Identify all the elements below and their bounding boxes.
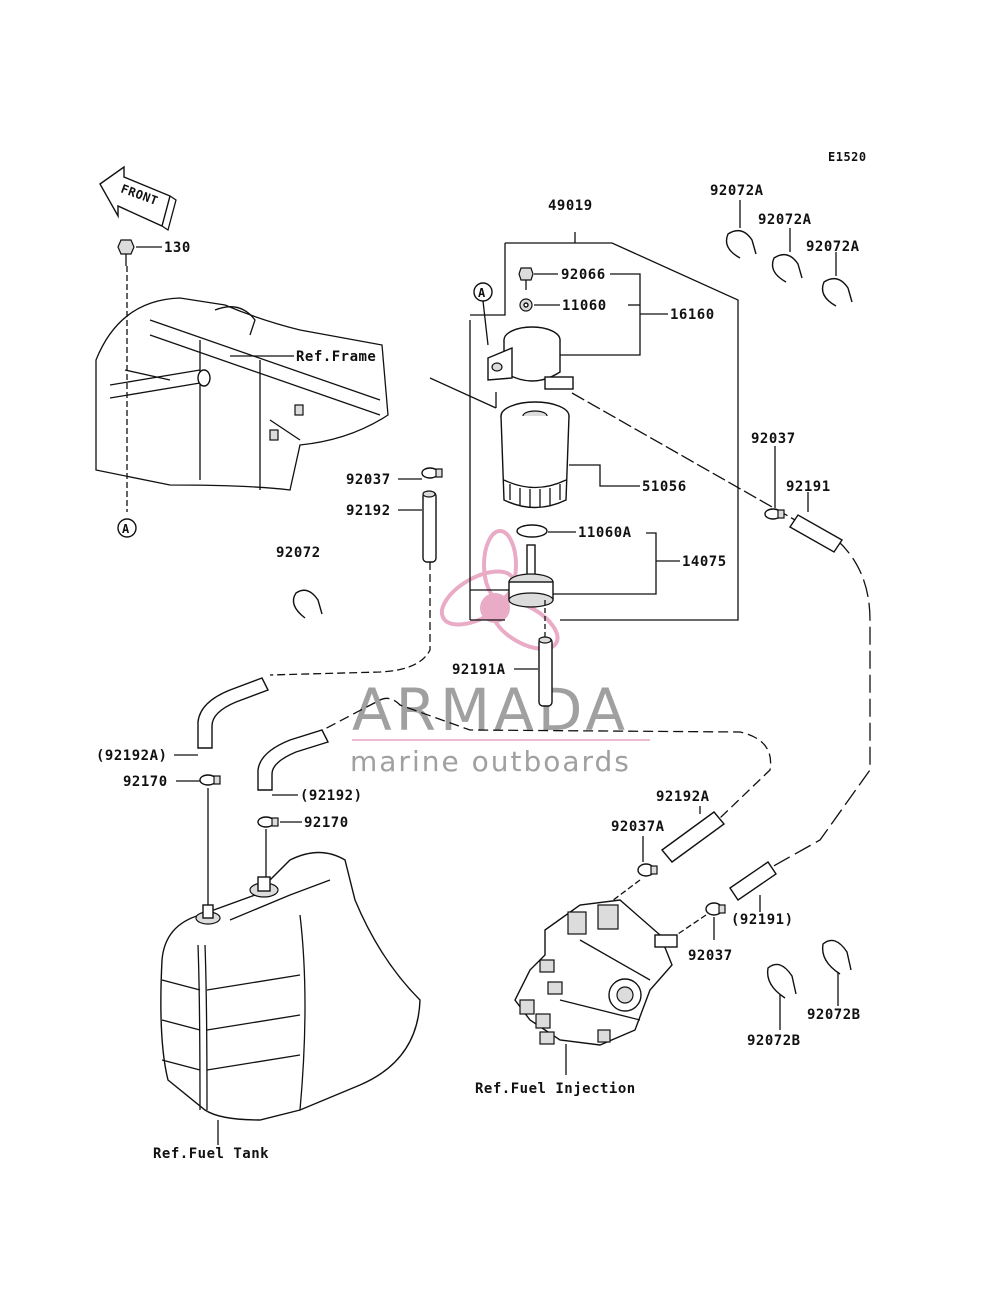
fuel-injection-pump-drawing [514, 899, 678, 1046]
part-92192-left: 92192 [346, 503, 391, 519]
clamp-92170-right-icon [257, 816, 279, 828]
hose-92192A-icon [660, 811, 726, 863]
part-92072A-1: 92072A [710, 183, 764, 199]
part-92072B-1: 92072B [747, 1033, 801, 1049]
part-92192-paren: (92192) [300, 788, 363, 804]
part-130: 130 [164, 240, 191, 256]
part-92072-left: 92072 [276, 545, 321, 561]
hose-92192-paren-icon [257, 729, 329, 791]
front-arrow-icon: FRONT [99, 165, 177, 232]
washer-11060-icon [519, 298, 533, 312]
diagram-code: E1520 [828, 150, 867, 164]
part-16160: 16160 [670, 307, 715, 323]
part-92191: 92191 [786, 479, 831, 495]
hose-92192A-upper-icon [197, 677, 269, 749]
filter-head-icon [487, 326, 574, 390]
part-92191A: 92191A [452, 662, 506, 678]
part-92192A: 92192A [656, 789, 710, 805]
clamp-92037-left-icon [421, 467, 443, 479]
part-92072A-2: 92072A [758, 212, 812, 228]
frame-drawing [95, 297, 389, 491]
ref-fuel-injection: Ref.Fuel Injection [475, 1081, 636, 1097]
clip-92072-left-icon [292, 589, 323, 619]
clip-92072A-2-icon [771, 228, 803, 283]
part-92192A-paren: (92192A) [96, 748, 167, 764]
clip-92072A-3-icon [821, 252, 853, 307]
part-92066: 92066 [561, 267, 606, 283]
part-92072B-2: 92072B [807, 1007, 861, 1023]
hose-92191-paren-icon [729, 861, 777, 901]
marker-a-bottom: A [122, 522, 130, 536]
hose-92192-left-icon [422, 490, 437, 563]
part-14075: 14075 [682, 554, 727, 570]
part-11060: 11060 [562, 298, 607, 314]
watermark-subtitle: marine outboards [350, 745, 631, 778]
part-49019: 49019 [548, 198, 593, 214]
clip-92072B-2-icon [821, 939, 852, 1006]
part-51056: 51056 [642, 479, 687, 495]
clamp-92037-lower-icon [705, 902, 726, 916]
fuel-tank-drawing [160, 851, 421, 1121]
ref-frame: Ref.Frame [296, 349, 376, 365]
bolt-92066-icon [518, 267, 534, 290]
clamp-92037A-icon [637, 863, 658, 877]
ref-fuel-tank: Ref.Fuel Tank [153, 1146, 269, 1162]
filter-cartridge-icon [500, 401, 570, 509]
clamp-92037-right-icon [764, 508, 785, 520]
part-92191-paren: (92191) [731, 912, 794, 928]
watermark-title: ARMADA [352, 676, 629, 744]
sedimenter-14075-icon [508, 544, 554, 608]
part-92170-left: 92170 [123, 774, 168, 790]
part-11060A: 11060A [578, 525, 632, 541]
part-92037-lower: 92037 [688, 948, 733, 964]
filter-assembly-brackets [429, 232, 739, 621]
part-92037-left: 92037 [346, 472, 391, 488]
part-92037A: 92037A [611, 819, 665, 835]
o-ring-11060A-icon [516, 524, 548, 538]
part-92072A-3: 92072A [806, 239, 860, 255]
clip-92072A-1-icon [725, 200, 757, 259]
marker-a-filter: A [478, 286, 486, 300]
bolt-130-icon [117, 239, 135, 266]
hose-92191-icon [789, 514, 843, 553]
clip-92072B-1-icon [766, 963, 797, 1030]
part-92037-right: 92037 [751, 431, 796, 447]
clamp-92170-left-icon [199, 774, 221, 786]
part-92170-right: 92170 [304, 815, 349, 831]
routing-lines [206, 392, 871, 869]
hose-92191A-icon [538, 636, 553, 707]
